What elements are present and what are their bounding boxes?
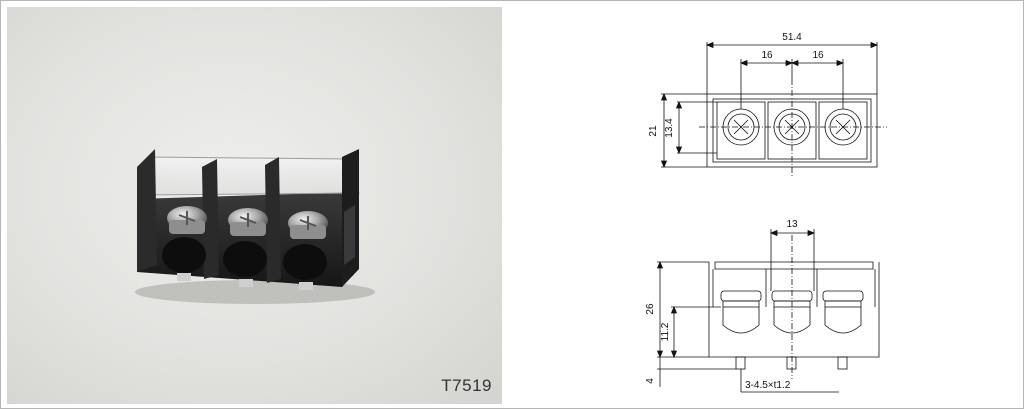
dim-pitch-left: 16 <box>761 50 773 61</box>
dim-height-total: 21 <box>648 125 659 137</box>
dim-height-inner: 13.4 <box>664 118 675 138</box>
dim-side-height: 26 <box>645 303 656 315</box>
dim-pin-spec: 3-4.5×t1.2 <box>745 380 791 391</box>
dim-screw-span: 13 <box>786 219 798 230</box>
side-view <box>656 229 880 393</box>
product-photo: T7519 <box>7 7 502 404</box>
technical-drawing: 51.4 16 16 21 13.4 13 26 11.2 4 3-4.5×t1… <box>645 32 887 393</box>
top-view <box>660 41 887 177</box>
terminal-block-photo <box>135 149 375 304</box>
dim-overall-width: 51.4 <box>782 32 802 43</box>
model-label: T7519 <box>441 376 492 395</box>
dim-pitch-right: 16 <box>812 50 824 61</box>
screw-heads <box>167 206 328 239</box>
dim-terminal-height: 11.2 <box>660 322 671 341</box>
dimension-drawing: 51.4 16 16 21 13.4 13 26 11.2 4 3-4.5×t1… <box>509 7 1017 404</box>
dim-pin-length: 4 <box>645 378 656 384</box>
